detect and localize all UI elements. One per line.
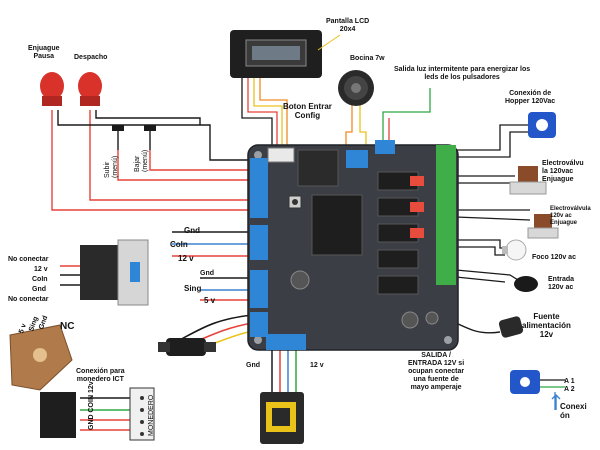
speaker-wires: [345, 88, 431, 148]
menu-button-bajar: [144, 125, 156, 131]
label-sing: Sing: [184, 284, 202, 293]
power-adapter-icon: [498, 316, 524, 338]
lcd-icon: [230, 30, 341, 78]
label-gnd-mid: Gnd: [200, 270, 214, 277]
controller-board: [247, 140, 459, 351]
ict-coin-acceptor-icon: [40, 387, 155, 441]
label-a2: A 2: [564, 386, 575, 393]
label-coin-side: CoIn: [32, 276, 48, 283]
label-conexion: Conexi ón: [560, 402, 587, 420]
label-12v-bottom: 12 v: [310, 362, 324, 369]
flow-sensor-icon: [158, 338, 216, 356]
monedero-wires: [60, 265, 130, 431]
label-conexion-hopper: Conexión de Hopper 120Vac: [505, 90, 556, 105]
hopper-icon: [528, 112, 556, 138]
label-salida-entrada: SALIDA / ENTRADA 12V si ocupan conectar …: [408, 352, 465, 391]
label-fuente: Fuente alimentación 12v: [522, 312, 571, 339]
label-gnd-coin-12v: GND COIN 12v: [88, 381, 95, 430]
label-12v-top: 12 v: [178, 254, 194, 263]
label-enjuague-pausa: Enjuague Pausa: [28, 45, 60, 60]
speaker-icon: [338, 70, 374, 106]
plug-icon: [514, 276, 538, 292]
label-coin-top: CoIn: [170, 240, 188, 249]
label-bocina: Bocina 7w: [350, 55, 385, 62]
label-a1: A 1: [564, 378, 575, 385]
label-5v: 5 v: [204, 296, 216, 305]
label-gnd-top: Gnd: [184, 226, 200, 235]
lcd-wires: [241, 78, 288, 148]
label-boton-entrar: Boton Entrar Config: [283, 102, 332, 120]
label-electrovalvula-2: Electroválvula 120v ac Enjuague: [550, 206, 591, 226]
bill-wires: [271, 350, 297, 392]
solenoid-valve-icon: [509, 166, 559, 239]
arrow-up-icon: [551, 394, 561, 410]
label-entrada: Entrada 120v ac: [548, 276, 575, 291]
label-foco: Foco 120v ac: [532, 254, 576, 261]
button-wires: [51, 110, 250, 211]
label-conexion-monedero: Conexión para monedero ICT: [76, 368, 125, 383]
label-monedero: MONEDERO: [148, 394, 155, 436]
coin-sensor-board-icon: [9, 324, 73, 391]
hopper-small-icon: [510, 370, 540, 394]
coin-acceptor-icon: [80, 239, 149, 306]
label-no-conectar-2: No conectar: [8, 296, 49, 303]
label-bajar: Bajar (menú): [134, 149, 149, 172]
label-pantalla-lcd: Pantalla LCD 20x4: [326, 18, 370, 33]
label-electrovalvula-enjuague: Electroválvu la 120vac Enjuague: [542, 160, 584, 183]
label-12v-side: 12 v: [34, 266, 48, 273]
input-wires: [169, 231, 253, 356]
label-gnd-bottom: Gnd: [246, 362, 260, 369]
menu-button-subir: [112, 125, 124, 131]
label-no-conectar-1: No conectar: [8, 256, 49, 263]
label-subir: Subir (menú): [104, 155, 119, 178]
hopper-bottom-wires: [540, 379, 565, 410]
label-gnd-side: Gnd: [32, 286, 46, 293]
light-bulb-icon: [502, 239, 527, 261]
bill-acceptor-icon: [260, 392, 304, 444]
label-despacho: Despacho: [74, 54, 108, 61]
push-button-icon: [40, 72, 102, 106]
label-nc: NC: [60, 321, 75, 332]
label-salida-luz: Salida luz intermitente para energizar l…: [394, 66, 531, 81]
